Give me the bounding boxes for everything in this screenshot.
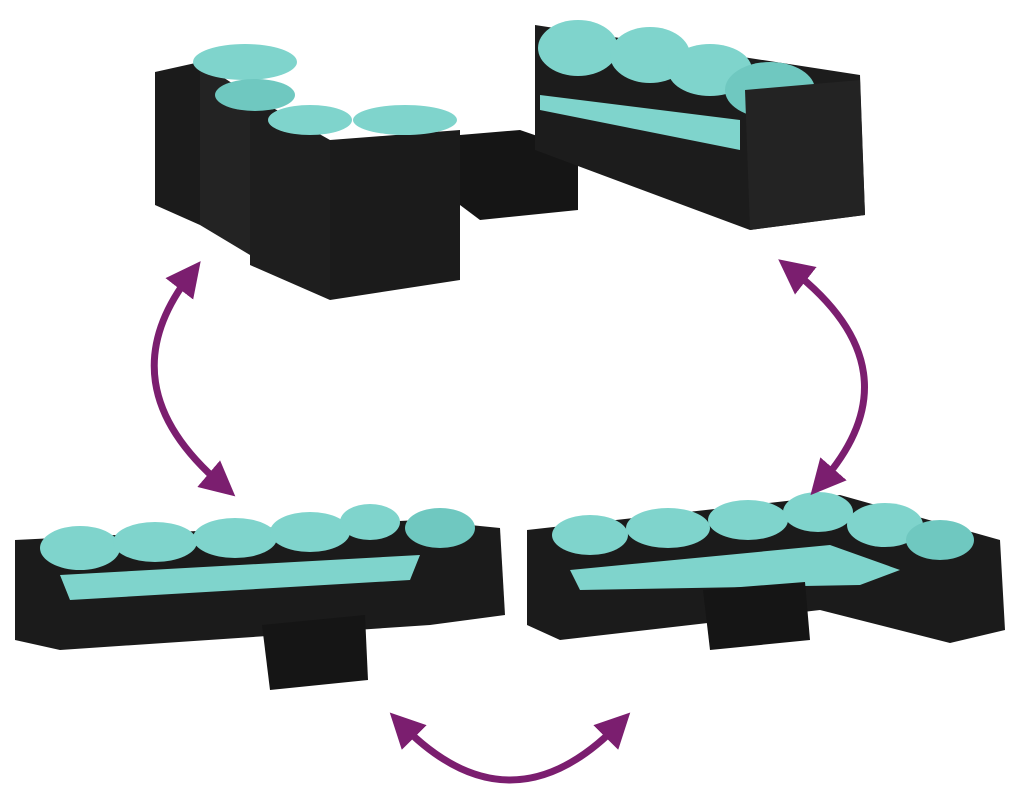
cushion	[215, 79, 295, 111]
cushion	[40, 526, 120, 570]
cushion	[847, 503, 923, 547]
sofa-set-bottom-right	[527, 492, 1005, 650]
cushion	[353, 105, 457, 135]
cushion	[708, 500, 788, 540]
cushion	[270, 512, 350, 552]
cushion	[113, 522, 197, 562]
cushion	[405, 508, 475, 548]
curved-double-arrow-left-icon	[150, 261, 236, 497]
sofa-set-top-left	[155, 44, 578, 300]
cushion	[193, 44, 297, 80]
cushion	[193, 518, 277, 558]
cushion	[538, 20, 618, 76]
cushion	[552, 515, 628, 555]
cushion	[783, 492, 853, 532]
curved-double-arrow-right-icon	[778, 259, 868, 496]
cushion	[626, 508, 710, 548]
cushion	[268, 105, 352, 135]
curved-double-arrow-bottom-icon	[389, 712, 631, 784]
sofa-set-bottom-left	[15, 504, 505, 690]
cushion	[340, 504, 400, 540]
sofa-set-top-right	[535, 20, 865, 230]
coffee-table	[703, 582, 810, 650]
cushion	[906, 520, 974, 560]
coffee-table	[262, 615, 368, 690]
